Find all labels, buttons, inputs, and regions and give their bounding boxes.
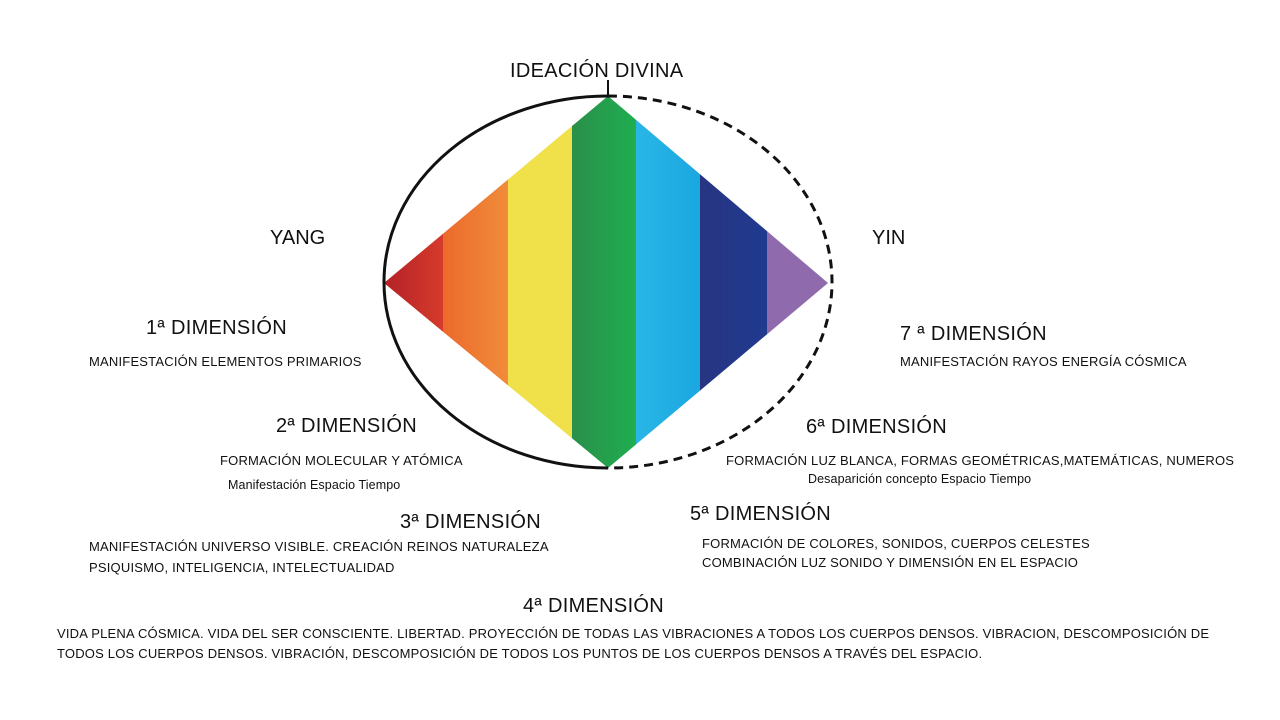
dimension-7-desc: MANIFESTACIÓN RAYOS ENERGÍA CÓSMICA — [900, 354, 1187, 369]
dimension-6-desc-2: Desaparición concepto Espacio Tiempo — [808, 472, 1032, 486]
color-band-3 — [508, 96, 573, 468]
color-band-4 — [572, 96, 637, 468]
dimension-4-title: 4ª DIMENSIÓN — [523, 595, 665, 617]
dimension-1-title: 1ª DIMENSIÓN — [146, 317, 288, 339]
dimension-3-desc-2: PSIQUISMO, INTELIGENCIA, INTELECTUALIDAD — [89, 560, 395, 575]
dimension-1-desc: MANIFESTACIÓN ELEMENTOS PRIMARIOS — [89, 354, 362, 369]
dimension-2-desc-2: Manifestación Espacio Tiempo — [228, 478, 401, 492]
dimension-2-title: 2ª DIMENSIÓN — [276, 415, 418, 437]
dimension-5-title: 5ª DIMENSIÓN — [690, 503, 832, 525]
yang-label: YANG — [270, 227, 326, 249]
yin-label: YIN — [872, 227, 906, 249]
dimension-6-title: 6ª DIMENSIÓN — [806, 416, 948, 438]
color-band-5 — [636, 96, 701, 468]
dimension-7-title: 7 ª DIMENSIÓN — [900, 323, 1047, 345]
dimension-4-desc: VIDA PLENA CÓSMICA. VIDA DEL SER CONSCIE… — [57, 626, 1210, 661]
ellipse-dashed-half — [607, 94, 834, 470]
dimension-3-desc: MANIFESTACIÓN UNIVERSO VISIBLE. CREACIÓN… — [89, 539, 549, 554]
ellipse-solid-half — [382, 94, 609, 470]
dimension-5-desc-2: COMBINACIÓN LUZ SONIDO Y DIMENSIÓN EN EL… — [702, 555, 1079, 570]
dimension-5-desc: FORMACIÓN DE COLORES, SONIDOS, CUERPOS C… — [702, 536, 1090, 551]
dimension-6-desc: FORMACIÓN LUZ BLANCA, FORMAS GEOMÉTRICAS… — [726, 453, 1235, 468]
dimension-2-desc: FORMACIÓN MOLECULAR Y ATÓMICA — [220, 453, 463, 468]
dimension-3-title: 3ª DIMENSIÓN — [400, 511, 542, 533]
diagram-title: IDEACIÓN DIVINA — [510, 60, 684, 82]
